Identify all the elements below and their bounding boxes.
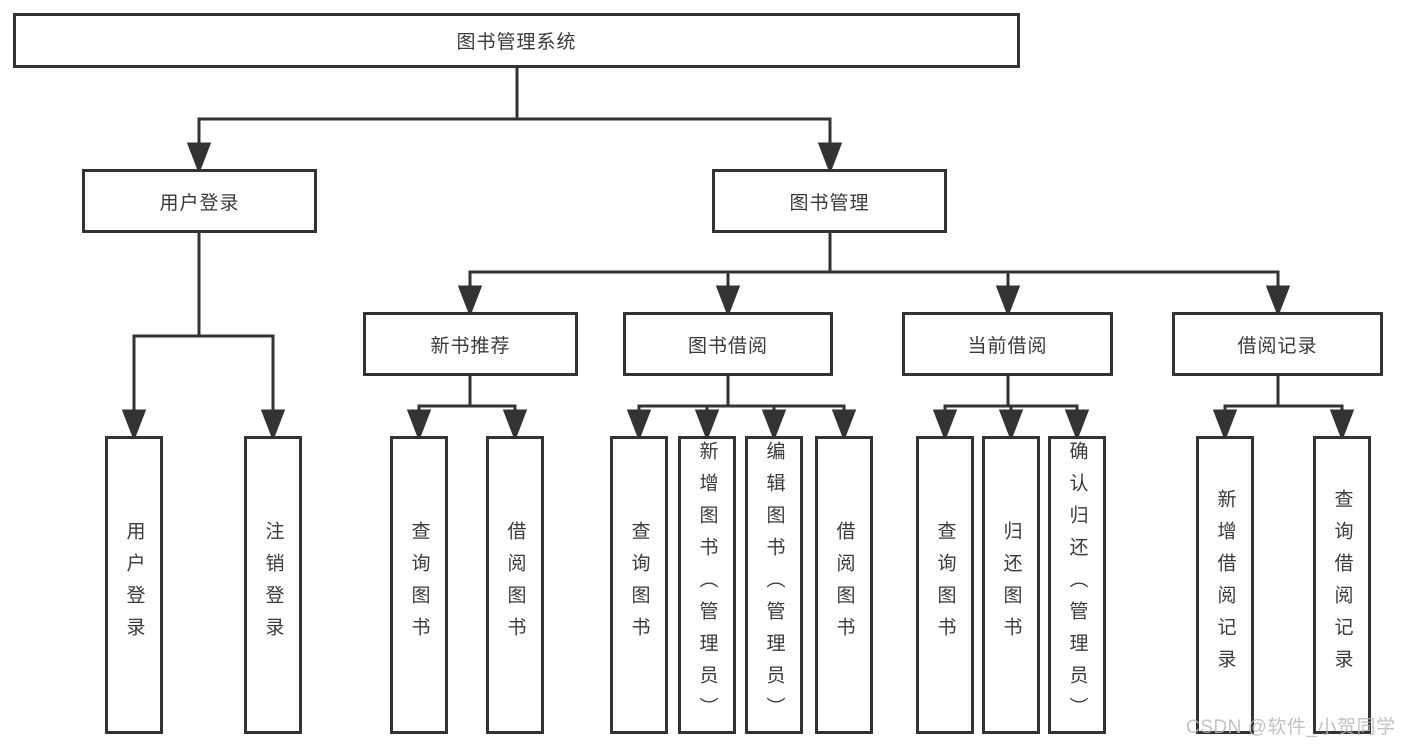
node-leaf-query-books-borrowing: 查询图书 <box>610 436 668 734</box>
node-leaf-query-books-current-label: 查询图书 <box>934 521 956 649</box>
node-leaf-borrow-books-borrowing: 借阅图书 <box>815 436 873 734</box>
node-leaf-add-books-admin: 新增图书（管理员） <box>678 436 736 734</box>
csdn-watermark: CSDN @软件_小贺同学 <box>1186 717 1396 738</box>
node-leaf-confirm-return-admin-label: 确认归还（管理员） <box>1066 441 1088 729</box>
node-leaf-return-books: 归还图书 <box>982 436 1040 734</box>
node-new-book-recommend: 新书推荐 <box>363 312 578 376</box>
node-book-borrowing: 图书借阅 <box>623 312 833 376</box>
node-leaf-return-books-label: 归还图书 <box>1000 521 1022 649</box>
node-leaf-confirm-return-admin: 确认归还（管理员） <box>1048 436 1106 734</box>
node-leaf-logout-label: 注销登录 <box>262 521 284 649</box>
node-current-borrowing-label: 当前借阅 <box>967 335 1048 357</box>
node-current-borrowing: 当前借阅 <box>902 312 1113 376</box>
node-leaf-add-borrow-record: 新增借阅记录 <box>1196 436 1254 734</box>
node-leaf-edit-books-admin: 编辑图书（管理员） <box>745 436 803 734</box>
node-new-book-recommend-label: 新书推荐 <box>430 335 511 357</box>
node-book-management-system-label: 图书管理系统 <box>456 32 577 53</box>
node-leaf-query-borrow-record-label: 查询借阅记录 <box>1331 489 1353 681</box>
node-leaf-logout: 注销登录 <box>244 436 302 734</box>
node-leaf-query-books-recommend: 查询图书 <box>390 436 448 734</box>
node-leaf-query-books-borrowing-label: 查询图书 <box>628 521 650 649</box>
node-leaf-user-login-label: 用户登录 <box>123 521 145 649</box>
node-user-login: 用户登录 <box>82 169 317 233</box>
node-leaf-query-books-current: 查询图书 <box>916 436 974 734</box>
node-borrowing-records-label: 借阅记录 <box>1237 335 1318 357</box>
node-book-management-system: 图书管理系统 <box>13 13 1020 68</box>
node-leaf-borrow-books-borrowing-label: 借阅图书 <box>833 521 855 649</box>
node-book-management-label: 图书管理 <box>789 192 870 214</box>
node-leaf-borrow-books-recommend: 借阅图书 <box>486 436 544 734</box>
node-book-management: 图书管理 <box>712 169 947 233</box>
node-leaf-borrow-books-recommend-label: 借阅图书 <box>504 521 526 649</box>
node-borrowing-records: 借阅记录 <box>1172 312 1383 376</box>
node-user-login-label: 用户登录 <box>159 192 240 214</box>
node-leaf-query-borrow-record: 查询借阅记录 <box>1313 436 1371 734</box>
node-book-borrowing-label: 图书借阅 <box>687 335 768 357</box>
node-leaf-add-books-admin-label: 新增图书（管理员） <box>696 441 718 729</box>
node-leaf-user-login: 用户登录 <box>105 436 163 734</box>
node-leaf-add-borrow-record-label: 新增借阅记录 <box>1214 489 1236 681</box>
node-leaf-edit-books-admin-label: 编辑图书（管理员） <box>763 441 785 729</box>
node-leaf-query-books-recommend-label: 查询图书 <box>408 521 430 649</box>
